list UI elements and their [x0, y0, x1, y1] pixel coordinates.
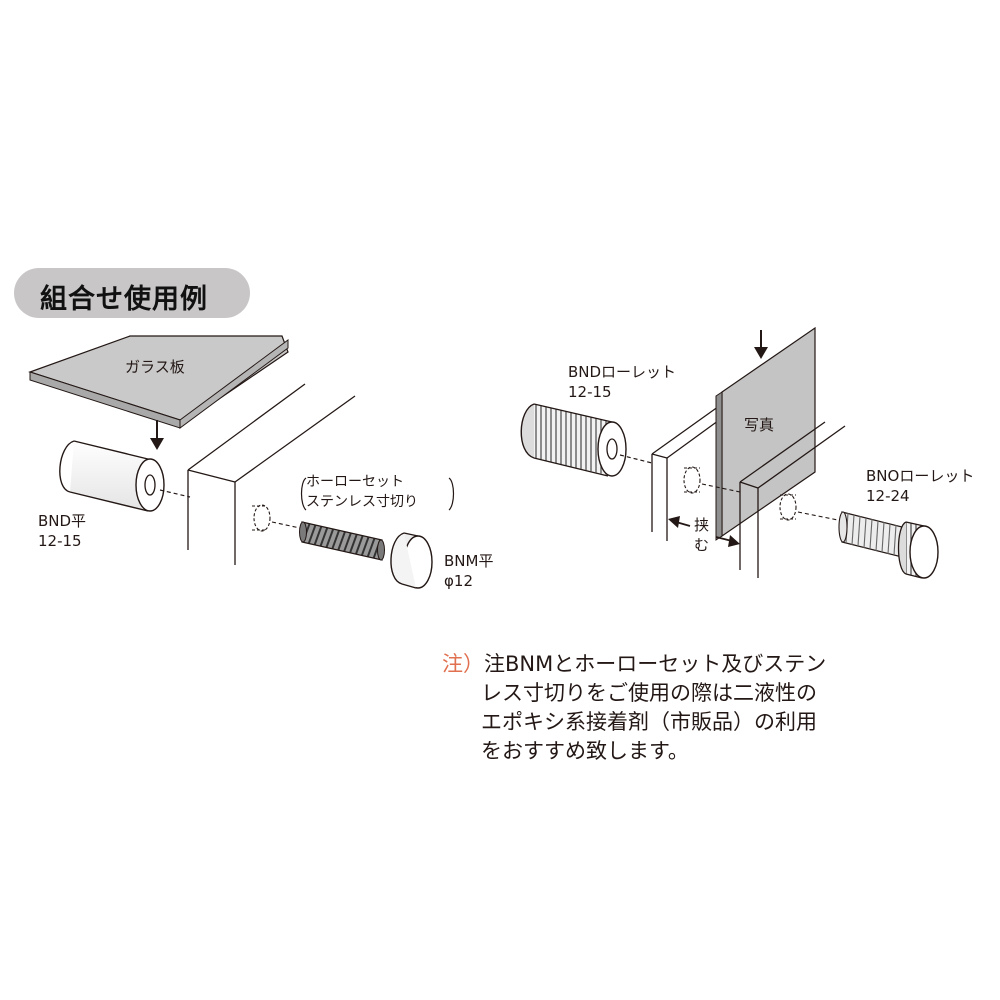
section-title-pill: 組合せ使用例 [14, 268, 250, 318]
left-board-panel [187, 383, 356, 565]
adhesive-note: 注）注BNMとホーローセット及びステン レス寸切りをご使用の際は二液性の エポキ… [442, 650, 882, 766]
note-line-4: をおすすめ致します。 [481, 739, 689, 763]
note-mark: 注） [442, 652, 484, 676]
bnd-knurled-cylinder [520, 403, 627, 477]
set-screw-label-1: ホーローセット [306, 474, 404, 490]
clamp-label-2: む [694, 536, 709, 554]
bnd-knurled-size: 12-15 [568, 383, 612, 401]
bno-knurled-bolt [838, 511, 939, 579]
set-screw-label-2: ステンレス寸切り [306, 494, 418, 510]
board-hole-back [779, 493, 839, 521]
hollow-set-screw [299, 521, 385, 561]
back-board-panel [739, 421, 846, 578]
clamp-label-1: 挟 [694, 516, 709, 534]
bracket-right [448, 477, 455, 511]
bnm-flat-size: φ12 [444, 572, 473, 590]
note-line-3: エポキシ系接着剤（市販品）の利用 [481, 710, 817, 734]
note-line-1: 注）注BNMとホーローセット及びステン [442, 650, 882, 679]
front-board-panel [651, 403, 723, 541]
bnd-flat-size: 12-15 [38, 532, 82, 550]
bnm-flat-name: BNM平 [444, 552, 493, 570]
down-arrow-icon [150, 420, 164, 450]
bnd-knurled-name: BNDローレット [568, 363, 676, 381]
glass-plate-label: ガラス板 [125, 358, 185, 376]
section-title: 組合せ使用例 [40, 284, 208, 315]
bno-knurled-name: BNOローレット [866, 467, 974, 485]
bnd-flat-cylinder [59, 440, 165, 512]
bnd-flat-name: BND平 [38, 512, 86, 530]
note-line-1-text: 注BNMとホーローセット及びステン [484, 652, 827, 676]
bnm-flat-cap [390, 532, 433, 589]
bno-knurled-size: 12-24 [866, 487, 910, 505]
down-arrow-icon [754, 330, 768, 359]
photo-label: 写真 [744, 416, 774, 434]
board-hole-front [683, 466, 741, 494]
clamp-arrows [668, 516, 740, 547]
note-line-2: レス寸切りをご使用の際は二液性の [481, 681, 817, 705]
photo-sheet [715, 326, 816, 541]
glass-plate [28, 335, 289, 429]
bracket-left [300, 477, 307, 511]
board-hole-left [252, 504, 301, 532]
